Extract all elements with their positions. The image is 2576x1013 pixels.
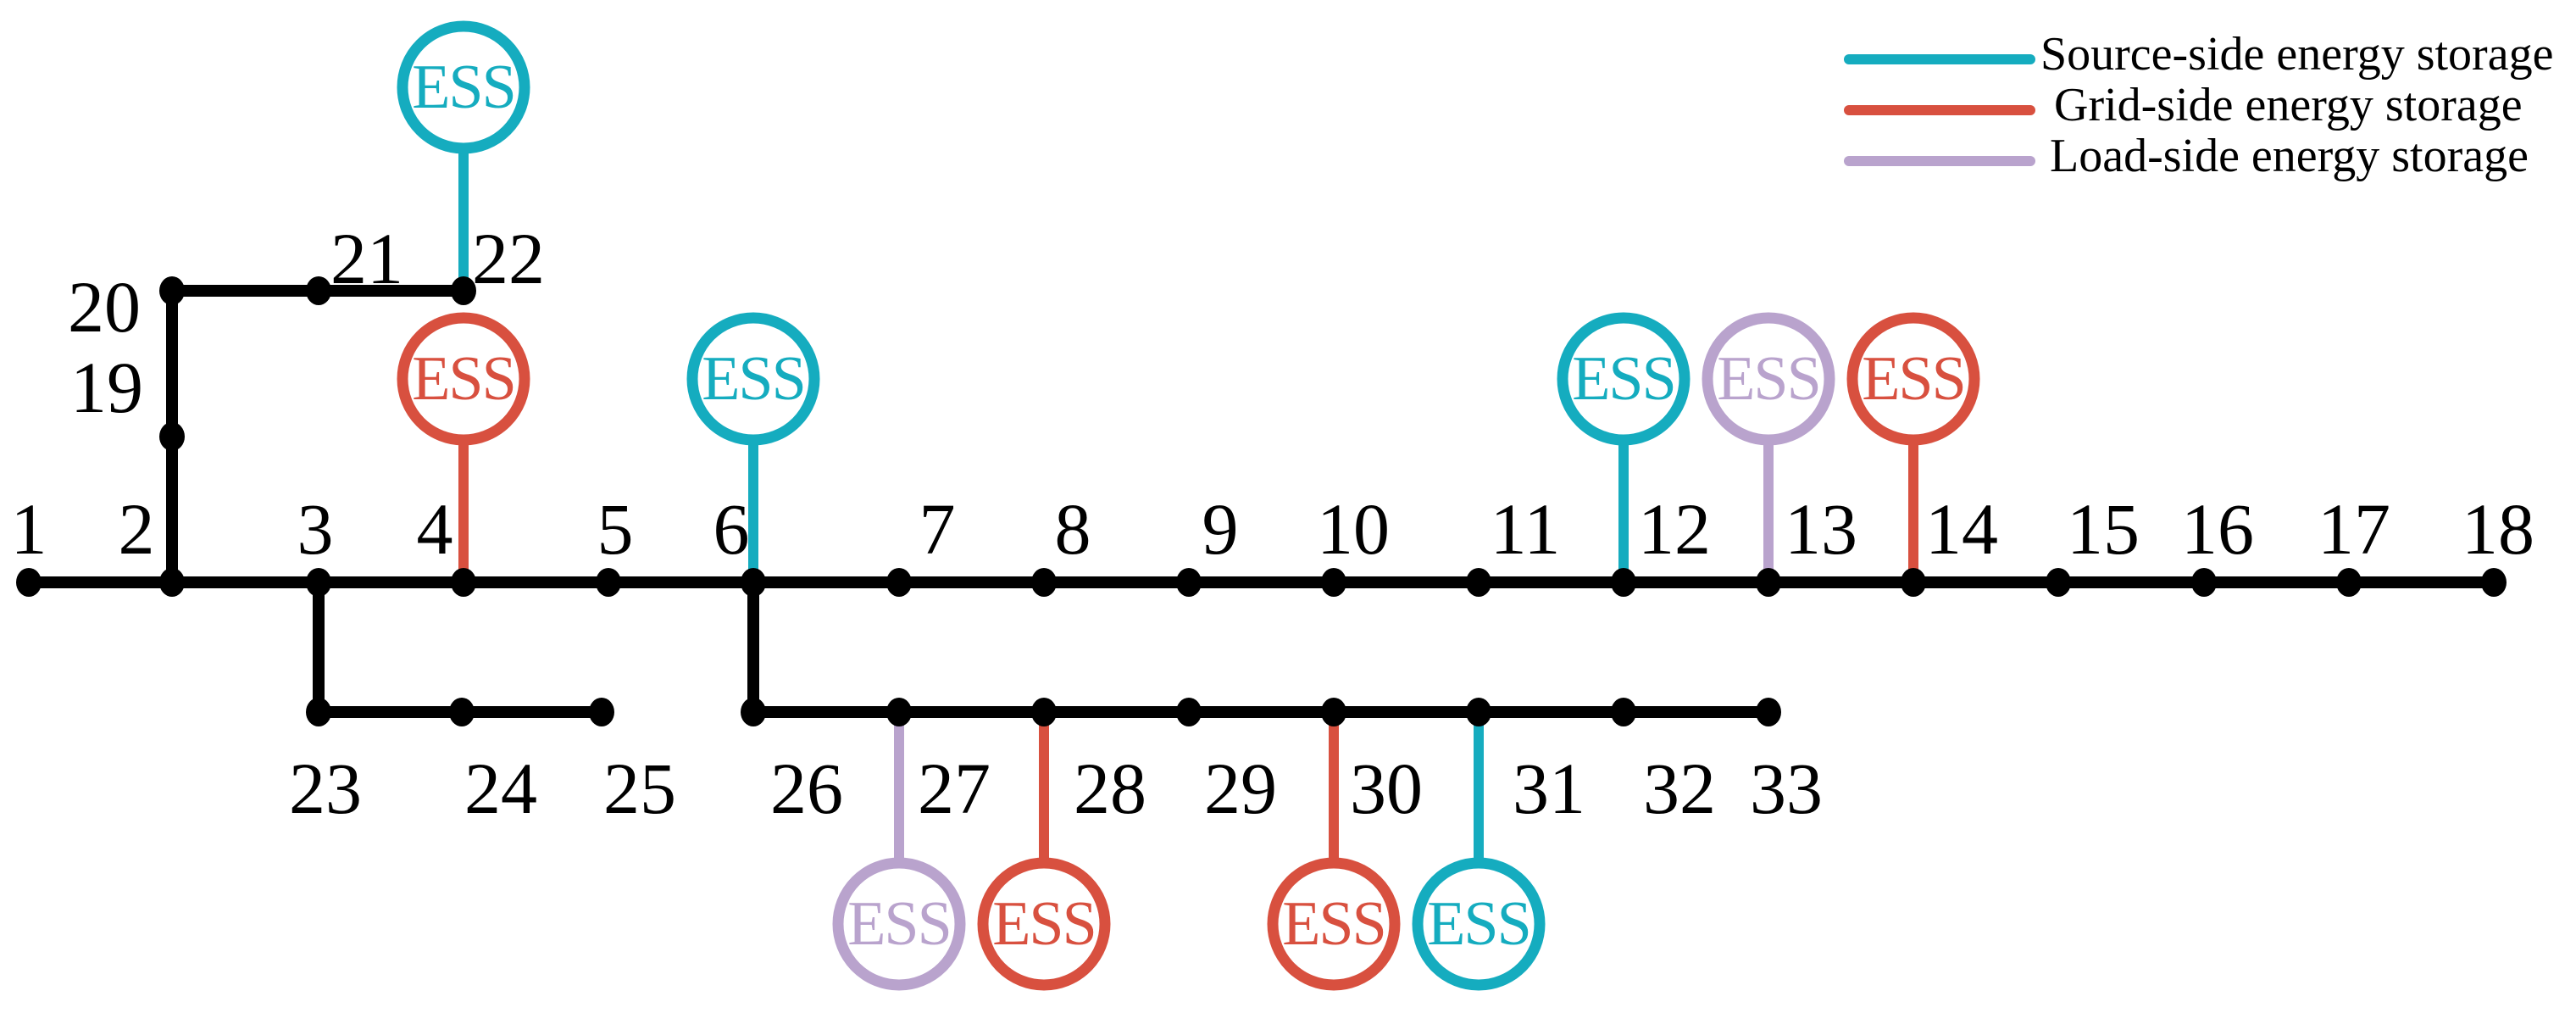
bus-node-dot-1 [16, 568, 42, 597]
bus-node-label-31: 31 [1513, 748, 1585, 829]
ess-label-node-30: ESS [1282, 889, 1385, 959]
bus-node-dot-10 [1321, 568, 1346, 597]
bus-node-label-16: 16 [2181, 488, 2254, 570]
bus-node-label-27: 27 [918, 748, 991, 829]
bus-node-label-11: 11 [1491, 488, 1561, 570]
bus-node-dot-23 [306, 698, 331, 726]
bus-node-label-26: 26 [770, 748, 843, 829]
ess-circle-node-28 [977, 857, 1111, 991]
bus-node-label-25: 25 [603, 748, 676, 829]
ess-circle-node-4 [397, 312, 530, 446]
bus-node-dot-8 [1031, 568, 1057, 597]
bus-node-dot-13 [1756, 568, 1781, 597]
bus-node-label-18: 18 [2462, 488, 2534, 570]
bus-node-dot-15 [2046, 568, 2071, 597]
bus-node-label-22: 22 [472, 218, 545, 299]
bus-node-dot-28 [1031, 698, 1057, 726]
ess-label-node-14: ESS [1862, 344, 1965, 414]
bus-node-dot-29 [1176, 698, 1202, 726]
bus-node-dot-27 [886, 698, 912, 726]
bus-node-label-9: 9 [1202, 488, 1239, 570]
ess-label-node-6: ESS [702, 344, 805, 414]
bus-node-label-6: 6 [713, 488, 750, 570]
bus-node-dot-14 [1901, 568, 1926, 597]
bus-node-label-7: 7 [919, 488, 956, 570]
bus-node-dot-32 [1611, 698, 1636, 726]
bus-node-label-14: 14 [1925, 488, 1998, 570]
legend-label-source: Source-side energy storage [2040, 28, 2553, 81]
ess-label-node-22: ESS [412, 53, 515, 122]
ess-label-node-28: ESS [992, 889, 1096, 959]
bus-node-label-13: 13 [1785, 488, 1857, 570]
bus-node-dot-16 [2191, 568, 2217, 597]
bus-node-dot-17 [2336, 568, 2362, 597]
bus-node-dot-25 [589, 698, 614, 726]
bus-node-label-19: 19 [70, 347, 143, 428]
bus-node-label-5: 5 [597, 488, 634, 570]
bus-node-dot-19 [159, 422, 185, 451]
branch-23-25-line [313, 582, 602, 718]
bus-node-dot-7 [886, 568, 912, 597]
bus-node-label-28: 28 [1074, 748, 1146, 829]
ess-label-node-13: ESS [1717, 344, 1820, 414]
bus-node-dot-20 [159, 276, 185, 305]
bus-node-label-29: 29 [1204, 748, 1277, 829]
bus-node-label-8: 8 [1055, 488, 1091, 570]
branch-26-33-line [747, 582, 1768, 718]
ess-circle-node-13 [1702, 312, 1835, 446]
bus-node-dot-11 [1466, 568, 1491, 597]
ess-label-node-31: ESS [1427, 889, 1530, 959]
bus-node-dot-5 [596, 568, 621, 597]
bus-node-label-10: 10 [1317, 488, 1390, 570]
bus-node-label-23: 23 [289, 748, 362, 829]
bus-node-label-24: 24 [464, 748, 537, 829]
bus-node-dot-9 [1176, 568, 1202, 597]
bus-node-dot-18 [2481, 568, 2507, 597]
ess-label-node-4: ESS [412, 344, 515, 414]
ess-circle-node-31 [1412, 857, 1546, 991]
ess-circle-node-14 [1846, 312, 1980, 446]
bus-node-dot-3 [306, 568, 331, 597]
legend-label-grid: Grid-side energy storage [2054, 79, 2523, 131]
bus-node-dot-22 [451, 276, 476, 305]
legend-label-load: Load-side energy storage [2050, 130, 2529, 182]
bus-node-label-17: 17 [2318, 488, 2390, 570]
ess-circle-node-6 [686, 312, 820, 446]
bus-node-dot-4 [451, 568, 476, 597]
bus-node-label-2: 2 [119, 488, 155, 570]
bus-node-label-3: 3 [297, 488, 334, 570]
bus-node-label-32: 32 [1643, 748, 1716, 829]
bus-node-dot-31 [1466, 698, 1491, 726]
ess-circle-node-12 [1557, 312, 1690, 446]
bus-node-dot-33 [1756, 698, 1781, 726]
bus-node-label-1: 1 [11, 488, 47, 570]
bus-node-label-15: 15 [2067, 488, 2140, 570]
bus-node-label-12: 12 [1638, 488, 1711, 570]
bus-node-dot-24 [449, 698, 475, 726]
ess-label-node-27: ESS [847, 889, 951, 959]
bus-node-label-21: 21 [330, 218, 403, 299]
bus-node-dot-30 [1321, 698, 1346, 726]
bus-node-dot-2 [159, 568, 185, 597]
bus-node-label-33: 33 [1750, 748, 1823, 829]
ess-label-node-12: ESS [1572, 344, 1675, 414]
bus-node-dot-12 [1611, 568, 1636, 597]
bus-node-dot-21 [306, 276, 331, 305]
bus-node-label-20: 20 [68, 266, 141, 348]
bus-node-label-4: 4 [417, 488, 453, 570]
bus-node-dot-6 [741, 568, 766, 597]
ess-circle-node-22 [397, 20, 530, 154]
ess-circle-node-30 [1267, 857, 1401, 991]
bus-node-dot-26 [741, 698, 766, 726]
ess-circle-node-27 [832, 857, 966, 991]
bus-node-label-30: 30 [1350, 748, 1423, 829]
